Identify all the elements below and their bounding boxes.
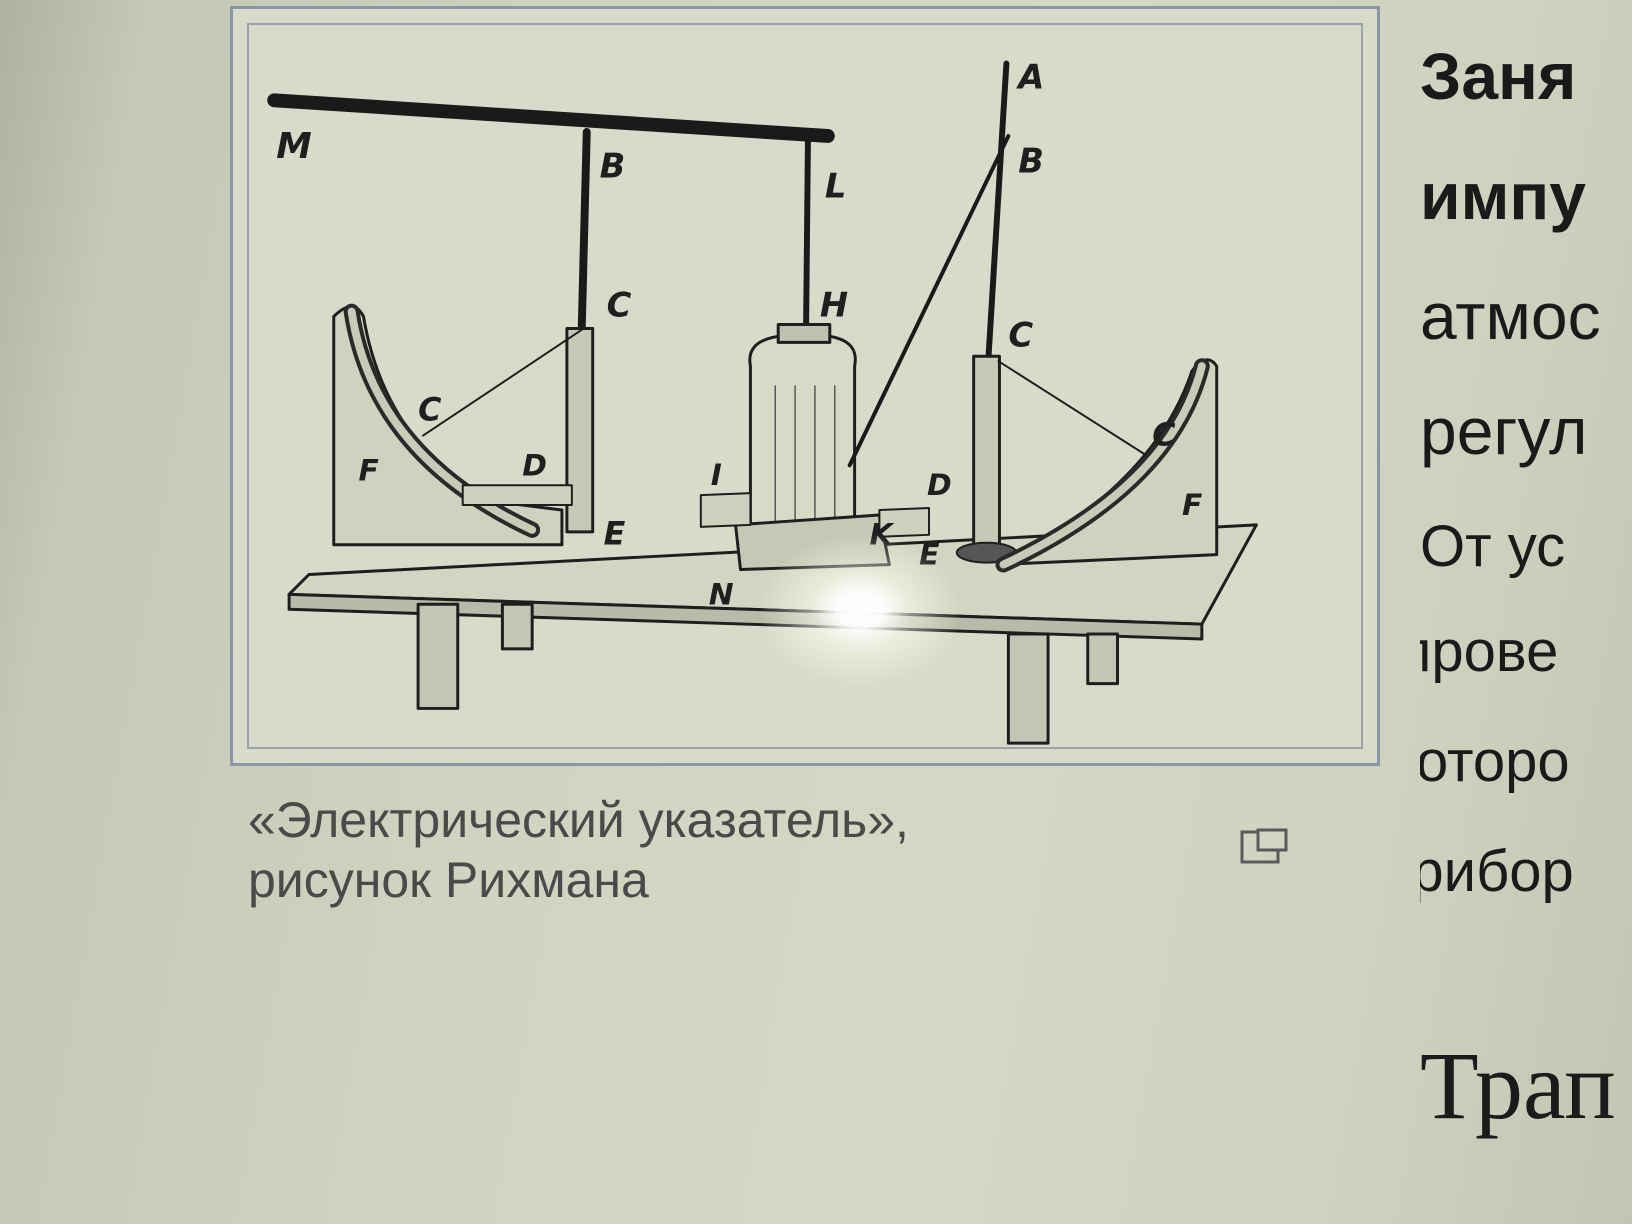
body-line-4: регул xyxy=(1420,394,1588,468)
body-line-3: атмос xyxy=(1420,279,1601,353)
figure-label-h: H xyxy=(820,286,848,325)
figure-label-l: L xyxy=(825,167,847,206)
figure-label-i: I xyxy=(711,458,722,493)
thumbnail-border xyxy=(247,23,1363,749)
figure-label-f-right: F xyxy=(1182,488,1202,523)
figure-label-k: K xyxy=(869,518,894,553)
figure-label-b-left: B xyxy=(600,147,626,186)
enlarge-icon[interactable] xyxy=(1238,828,1290,868)
figure-label-a: A xyxy=(1015,57,1044,96)
figure-label-m: M xyxy=(276,126,312,167)
body-line-6: прове xyxy=(1420,619,1559,684)
body-line-7: которо xyxy=(1420,729,1570,794)
figure-label-f-left: F xyxy=(359,453,379,488)
body-line-1: Заня xyxy=(1420,39,1577,113)
caption-line-2: рисунок Рихмана xyxy=(248,852,649,908)
figure-label-c-left-scale: C xyxy=(418,393,441,429)
electric-indicator-illustration: M B L A B C H C C C F D E I D K E N F xyxy=(267,57,1258,745)
figure-label-d-left: D xyxy=(522,448,547,483)
figure-label-n: N xyxy=(709,577,734,612)
figure-label-c-right-scale: C xyxy=(1152,418,1175,454)
figure-label-e-right: E xyxy=(919,538,939,573)
caption-line-1: «Электрический указатель», xyxy=(248,792,909,848)
body-line-5: От ус xyxy=(1420,514,1566,579)
figure-thumbnail[interactable]: M B L A B C H C C C F D E I D K E N F xyxy=(230,6,1380,766)
figure-label-e-left: E xyxy=(604,517,626,553)
figure-label-c-left-top: C xyxy=(607,286,632,325)
figure-label-c-right-top: C xyxy=(1008,315,1033,354)
body-line-2: импу xyxy=(1420,159,1586,233)
article-body-text: Заня импу атмос регул От ус прове которо… xyxy=(1420,38,1632,938)
figure-label-d-right: D xyxy=(927,468,952,503)
section-heading: Трап xyxy=(1420,1032,1616,1139)
body-line-8: прибор xyxy=(1420,839,1574,904)
figure-label-b-right: B xyxy=(1018,142,1044,181)
figure-caption: «Электрический указатель», рисунок Рихма… xyxy=(248,790,1148,910)
